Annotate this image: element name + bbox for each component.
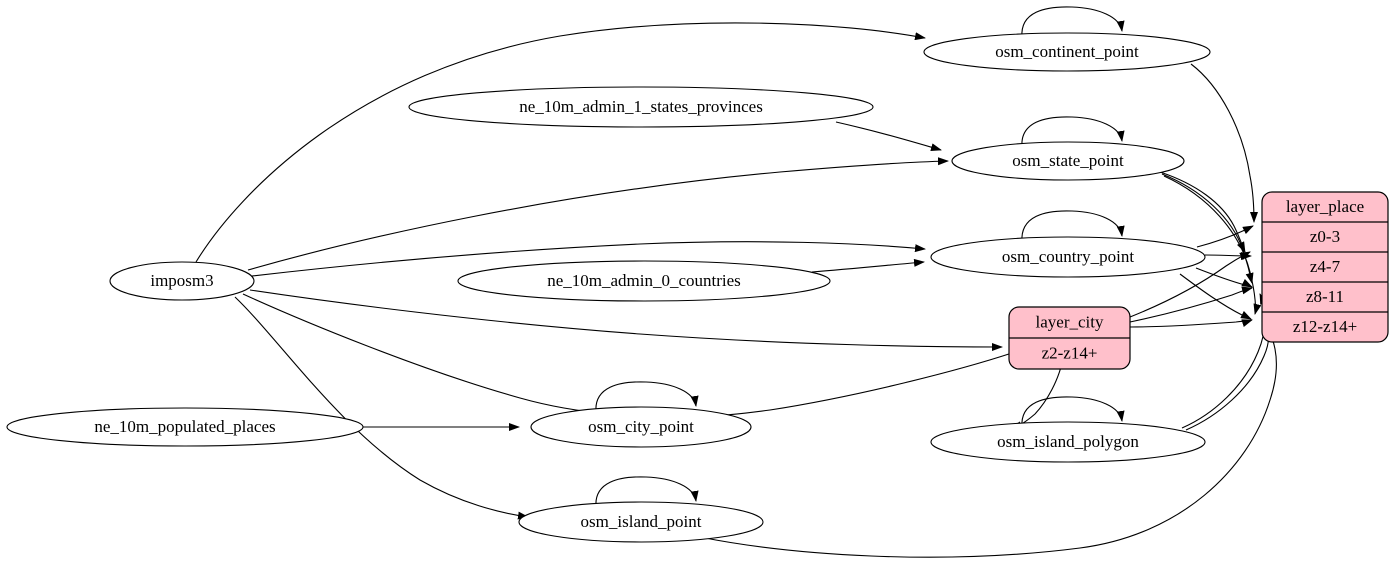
node-osm_state_point[interactable]: osm_state_point xyxy=(951,141,1185,181)
edge-imposm3-to-osm_island_point xyxy=(234,296,529,520)
edge-layer_city-to-osm_city_point xyxy=(699,352,1013,421)
record-node-layer_place[interactable]: layer_place z0-3 z4-7 z8-11 z12-z14+ xyxy=(1261,191,1389,343)
node-shape-ne_10m_admin_0_countries xyxy=(457,260,831,302)
node-shape-imposm3 xyxy=(109,261,255,301)
node-label-osm_country_point: osm_country_point xyxy=(1002,247,1134,266)
node-layer: imposm3 ne_10m_populated_places ne_10m_adm… xyxy=(6,32,1389,543)
record-row-layer_place-1[interactable]: z4-7 xyxy=(1310,257,1341,276)
node-shape-osm_continent_point xyxy=(923,32,1211,72)
node-shape-osm_city_point xyxy=(530,406,752,448)
record-row-layer_city-0[interactable]: z2-z14+ xyxy=(1042,343,1098,362)
edge-osm_country_point-to-layer_place-z12-z14+ xyxy=(1179,273,1252,320)
node-shape-osm_island_polygon xyxy=(930,421,1206,463)
edge-imposm3-to-osm_state_point xyxy=(247,157,949,271)
edge-osm_city_point-self-loop xyxy=(595,381,699,413)
node-shape-osm_island_point xyxy=(518,501,764,543)
node-label-imposm3: imposm3 xyxy=(150,271,213,290)
edge-layer_city-to-layer_place-z4-7 xyxy=(1129,251,1251,318)
edge-osm_continent_point-self-loop xyxy=(1021,6,1125,38)
node-ne_10m_populated_places[interactable]: ne_10m_populated_places xyxy=(6,407,364,447)
record-row-layer_place-2[interactable]: z8-11 xyxy=(1306,287,1344,306)
record-row-layer_place-3[interactable]: z12-z14+ xyxy=(1293,317,1357,336)
node-shape-osm_country_point xyxy=(930,236,1206,278)
edge-osm_country_point-to-layer_place-z8-11 xyxy=(1195,267,1253,288)
node-label-osm_state_point: osm_state_point xyxy=(1012,151,1124,170)
record-node-layer_city[interactable]: layer_city z2-z14+ xyxy=(1008,306,1131,370)
node-label-ne_10m_admin_1_states_provinces: ne_10m_admin_1_states_provinces xyxy=(519,97,763,116)
edge-layer xyxy=(195,6,1277,558)
edge-osm_state_point-to-layer_place-z12-z14+ xyxy=(1163,175,1262,315)
node-shape-ne_10m_populated_places xyxy=(6,407,364,447)
node-label-osm_island_polygon: osm_island_polygon xyxy=(997,432,1139,451)
edge-osm_island_polygon-self-loop xyxy=(1021,396,1125,428)
node-shape-ne_10m_admin_1_states_provinces xyxy=(408,86,874,128)
edge-imposm3-to-layer_city xyxy=(249,289,1003,351)
edge-layer_city-to-osm_island_polygon xyxy=(1011,362,1063,430)
node-osm_city_point[interactable]: osm_city_point xyxy=(530,406,752,448)
record-header-layer_city: layer_city xyxy=(1036,312,1104,331)
edge-ne_10m_admin_1_states_provinces-to-osm_state_point xyxy=(835,121,942,152)
node-label-ne_10m_populated_places: ne_10m_populated_places xyxy=(94,417,275,436)
node-imposm3[interactable]: imposm3 xyxy=(109,261,255,301)
node-label-ne_10m_admin_0_countries: ne_10m_admin_0_countries xyxy=(547,271,741,290)
node-osm_country_point[interactable]: osm_country_point xyxy=(930,236,1206,278)
edge-layer_city-to-layer_place-z12-z14+ xyxy=(1129,319,1253,328)
edge-osm_state_point-to-layer_place-z8-11 xyxy=(1161,173,1254,284)
edge-layer_city-to-layer_place-z8-11 xyxy=(1129,286,1253,323)
node-shape-osm_state_point xyxy=(951,141,1185,181)
record-header-layer_place: layer_place xyxy=(1286,197,1364,216)
record-box-layer_place xyxy=(1261,191,1389,343)
edge-osm_state_point-to-layer_place-z4-7 xyxy=(1159,171,1246,253)
edge-osm_island_point-to-layer_place-z12-z14+ xyxy=(699,321,1277,558)
node-osm_island_polygon[interactable]: osm_island_polygon xyxy=(930,421,1206,463)
node-label-osm_city_point: osm_city_point xyxy=(588,417,694,436)
edge-osm_country_point-to-layer_place-z0-3 xyxy=(1196,225,1254,248)
edge-osm_island_polygon-to-layer_place-z12-z14+ xyxy=(1185,320,1272,431)
node-ne_10m_admin_1_states_provinces[interactable]: ne_10m_admin_1_states_provinces xyxy=(408,86,874,128)
node-ne_10m_admin_0_countries[interactable]: ne_10m_admin_0_countries xyxy=(457,260,831,302)
edge-imposm3-to-osm_city_point xyxy=(242,293,613,418)
edge-osm_continent_point-to-layer_place-z0-3 xyxy=(1190,63,1258,223)
edge-ne_10m_admin_0_countries-to-osm_country_point xyxy=(811,258,925,273)
edge-imposm3-to-osm_country_point xyxy=(251,241,926,277)
edge-imposm3-to-osm_continent_point xyxy=(195,22,926,263)
node-osm_island_point[interactable]: osm_island_point xyxy=(518,501,764,543)
node-osm_continent_point[interactable]: osm_continent_point xyxy=(923,32,1211,72)
node-label-osm_continent_point: osm_continent_point xyxy=(995,42,1139,61)
edge-osm_country_point-self-loop xyxy=(1021,210,1125,243)
edge-osm_state_point-self-loop xyxy=(1021,116,1125,148)
edge-osm_island_point-self-loop xyxy=(595,476,699,508)
node-label-osm_island_point: osm_island_point xyxy=(581,512,702,531)
record-row-layer_place-0[interactable]: z0-3 xyxy=(1310,227,1340,246)
